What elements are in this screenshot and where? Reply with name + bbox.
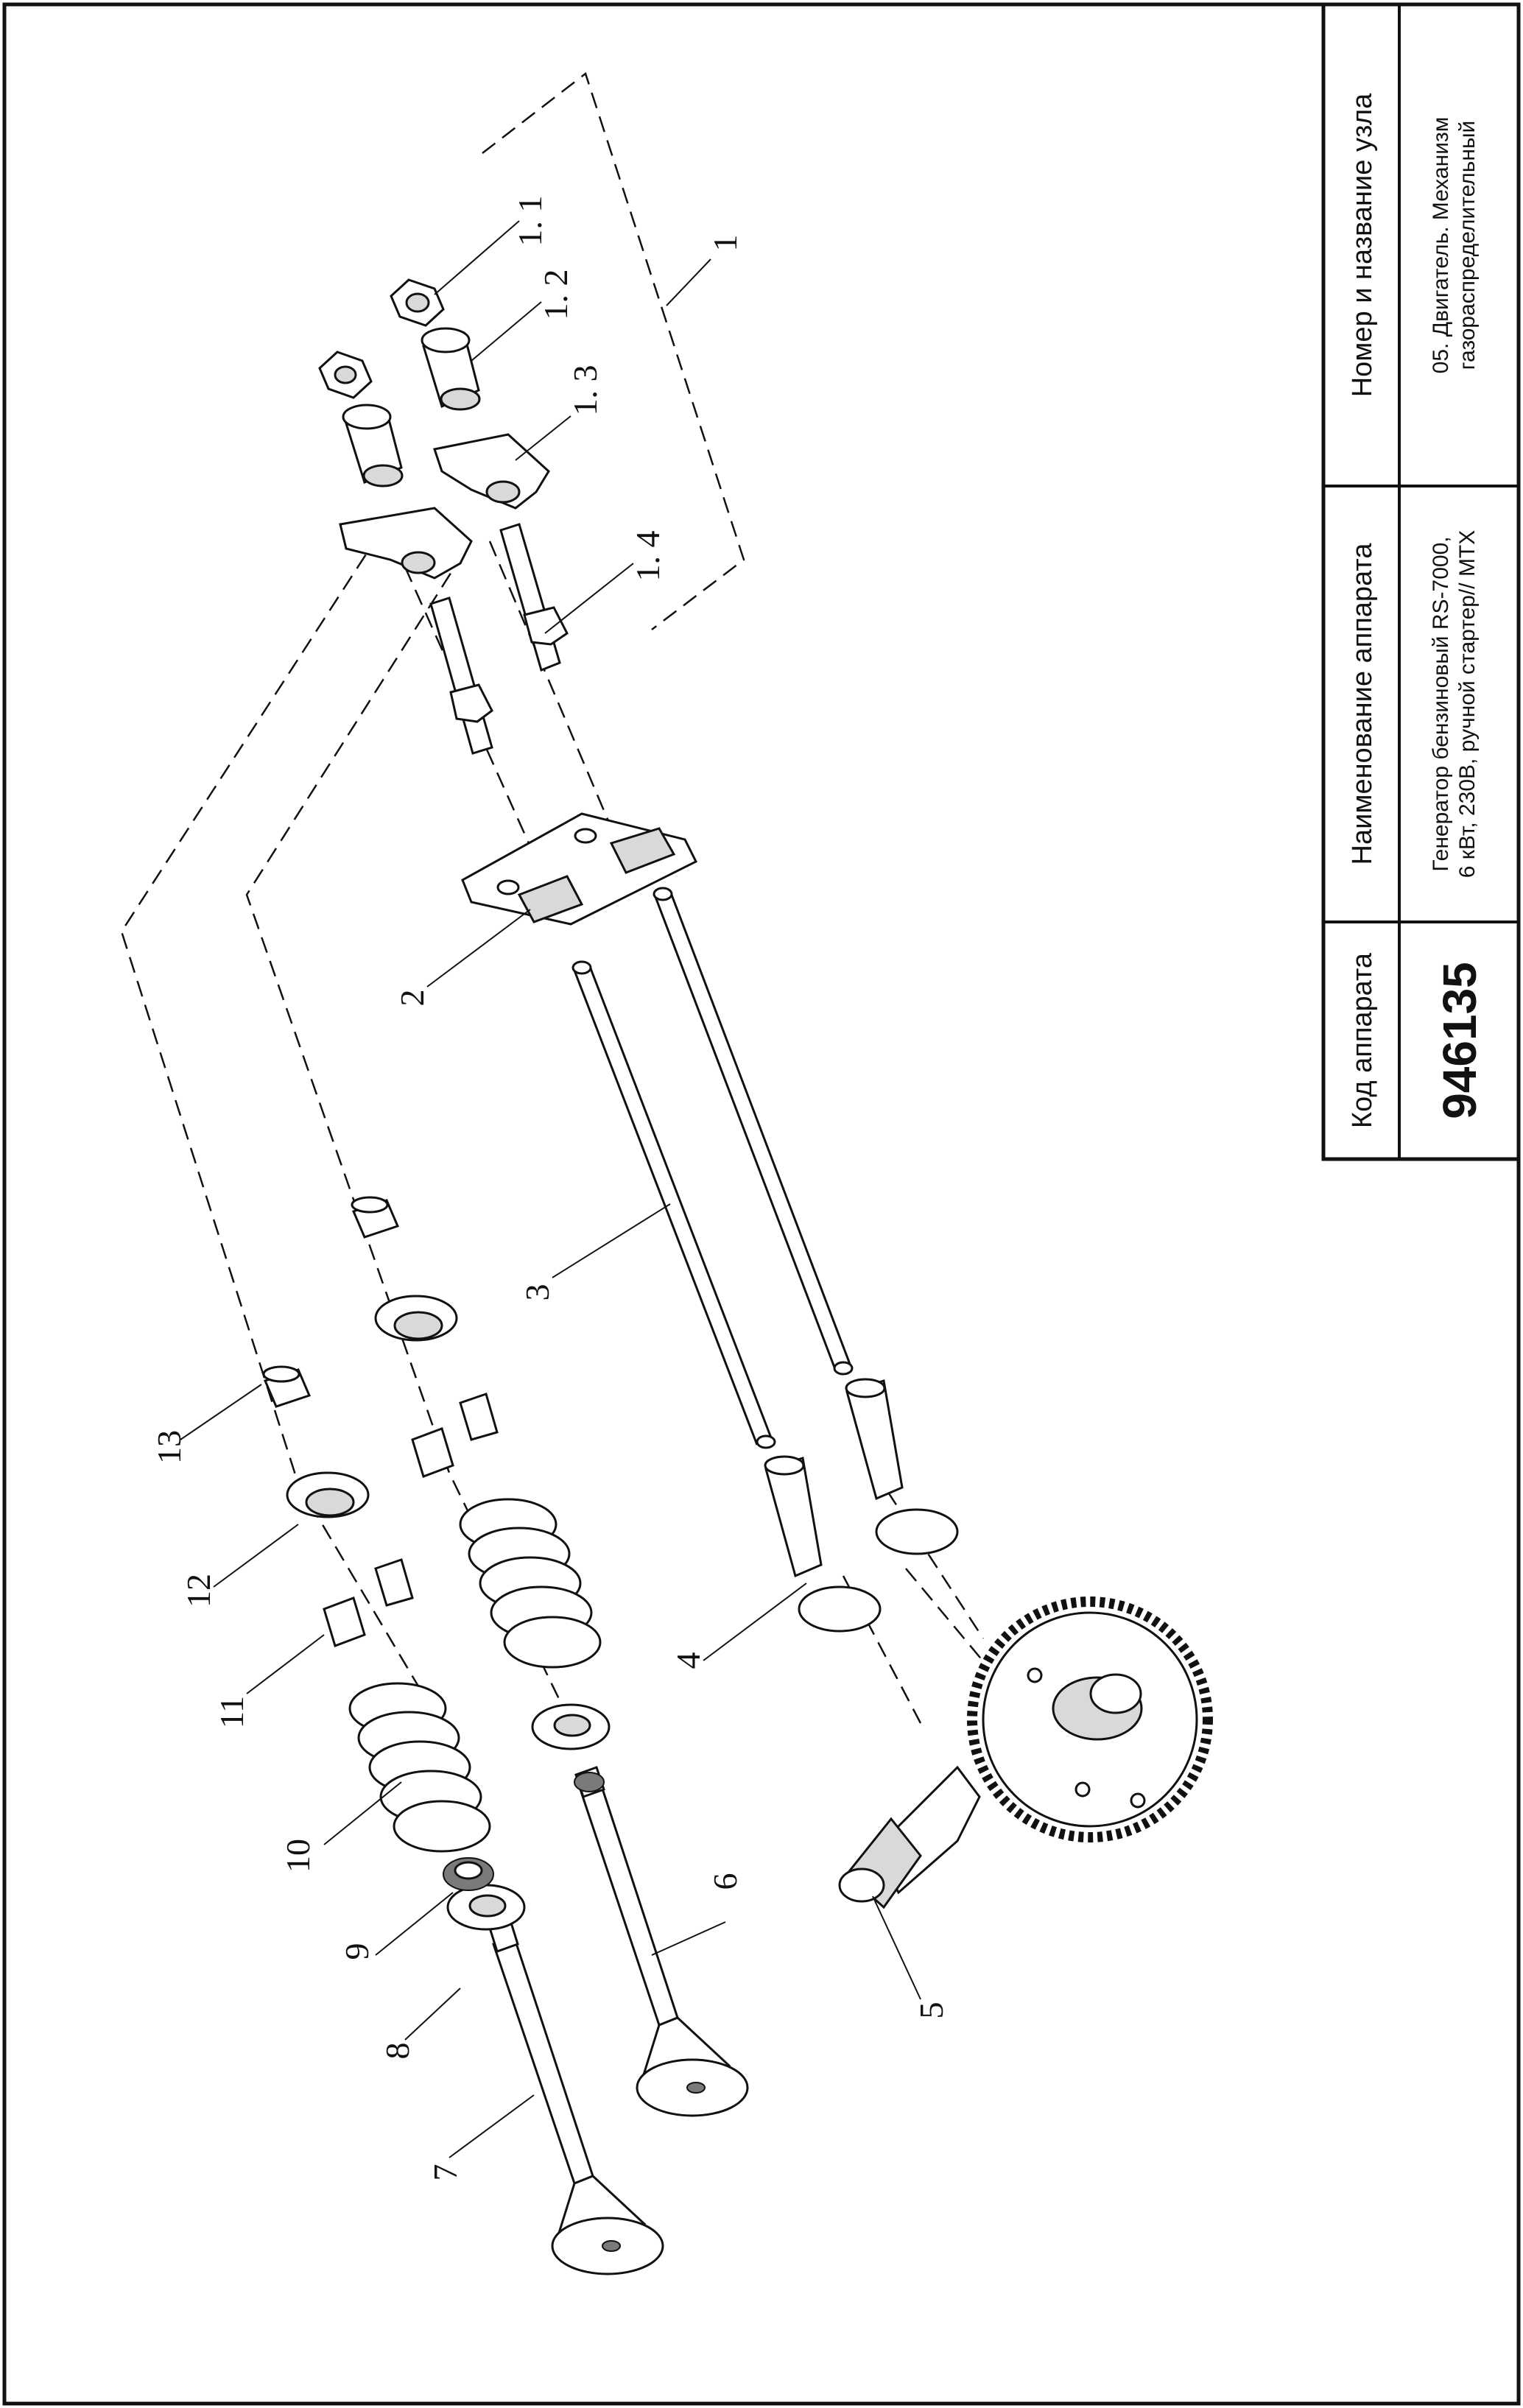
callout-labels: 1 1. 1 1. 2 1. 3 1. 4 2 3 4 5 6 7 8 9 10…: [150, 196, 950, 2181]
header-device-name: Наименование аппарата: [1347, 543, 1378, 865]
callout-1-4: 1. 4: [629, 531, 666, 582]
callout-1-3: 1. 3: [566, 365, 604, 416]
callout-8: 8: [379, 2043, 416, 2060]
title-block: Код аппарата Наименование аппарата Номер…: [1321, 2, 1521, 1161]
part-1-3-rocker-arm: [339, 433, 550, 580]
callout-11: 11: [213, 1696, 250, 1728]
part-1-4-stud: [429, 523, 569, 755]
device-name-line-2: 6 кВт, 230В, ручной стартер// MTX: [1455, 530, 1480, 879]
part-4-tappet: [764, 1378, 959, 1633]
unit-name-line-2: газораспределительный: [1455, 121, 1480, 370]
part-13-cap: [262, 1196, 400, 1408]
part-1-1-nut: [318, 278, 445, 399]
part-8-spring-washer: [446, 1884, 526, 1931]
callout-9: 9: [338, 1943, 376, 1960]
callout-1: 1: [706, 235, 744, 252]
part-2-guide-plate: [461, 812, 698, 926]
header-code: Код аппарата: [1347, 952, 1378, 1128]
part-3-push-rod: [571, 887, 854, 1449]
callout-5: 5: [912, 2002, 950, 2019]
callout-10: 10: [279, 1839, 317, 1873]
callout-3: 3: [518, 1284, 556, 1301]
part-7-valve: [488, 1919, 664, 2275]
part-5-camshaft: [838, 1596, 1213, 1909]
callout-12: 12: [180, 1574, 217, 1608]
leader-lines: [180, 220, 921, 2158]
callout-1-2: 1. 2: [537, 270, 574, 320]
part-10-valve-spring: [348, 1498, 611, 1853]
part-12-retainer: [286, 1295, 458, 1518]
callout-13: 13: [150, 1430, 188, 1464]
part-6-valve: [574, 1766, 749, 2117]
callout-2: 2: [393, 990, 431, 1007]
callout-4: 4: [669, 1652, 707, 1669]
callout-7: 7: [426, 2164, 464, 2181]
header-unit: Номер и название узла: [1347, 93, 1378, 397]
device-name-line-1: Генератор бензиновый RS-7000,: [1429, 536, 1453, 871]
device-code: 946135: [1433, 962, 1486, 1119]
callout-6: 6: [706, 1873, 744, 1890]
callout-1-1: 1. 1: [511, 196, 549, 247]
unit-name-line-1: 05. Двигатель. Механизм: [1429, 117, 1453, 374]
part-9-stem-seal: [443, 1857, 494, 1891]
part-1-2-adjuster: [342, 327, 481, 487]
part-11-valve-lock: [323, 1393, 499, 1647]
